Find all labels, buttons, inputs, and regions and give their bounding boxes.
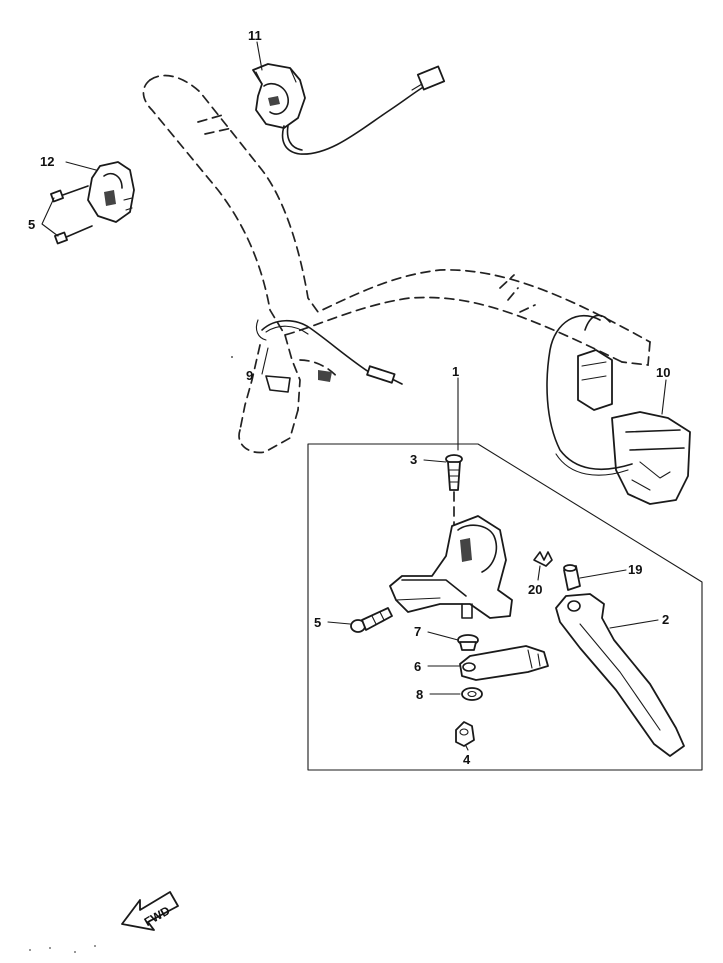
label-19: 19	[628, 562, 642, 577]
assembly-box	[307, 443, 703, 771]
part-20-spring	[533, 551, 553, 567]
part-5-bolt	[350, 607, 393, 633]
label-3: 3	[410, 452, 417, 467]
label-10: 10	[656, 365, 670, 380]
label-2: 2	[662, 612, 669, 627]
label-9: 9	[246, 368, 253, 383]
scan-specks	[29, 356, 233, 953]
label-1: 1	[452, 364, 459, 379]
label-12: 12	[40, 154, 54, 169]
part-2-lever	[555, 593, 685, 757]
fwd-direction-arrow: FWD	[121, 891, 179, 931]
label-5a: 5	[28, 217, 35, 232]
label-11: 11	[248, 28, 262, 43]
part-7-collar	[457, 634, 479, 651]
callout-numbers: 11 12 5 9 1 10 3 20 19 5 2 7 6 8 4	[28, 28, 670, 767]
label-5b: 5	[314, 615, 321, 630]
label-4: 4	[463, 752, 471, 767]
handlebar-outline	[142, 74, 651, 454]
label-7: 7	[414, 624, 421, 639]
leader-lines	[41, 41, 667, 751]
part-8-washer	[461, 687, 483, 701]
part-11-switch-housing	[252, 63, 446, 155]
label-8: 8	[416, 687, 423, 702]
part-10-switch-housing	[546, 314, 691, 505]
part-6-arm	[459, 645, 549, 681]
lever-holder	[389, 515, 513, 619]
part-12-switch-housing	[50, 161, 135, 245]
label-20: 20	[528, 582, 542, 597]
part-9-wire-assembly	[255, 319, 403, 393]
part-19-cap	[563, 564, 581, 591]
part-4-nut	[455, 721, 475, 747]
label-6: 6	[414, 659, 421, 674]
